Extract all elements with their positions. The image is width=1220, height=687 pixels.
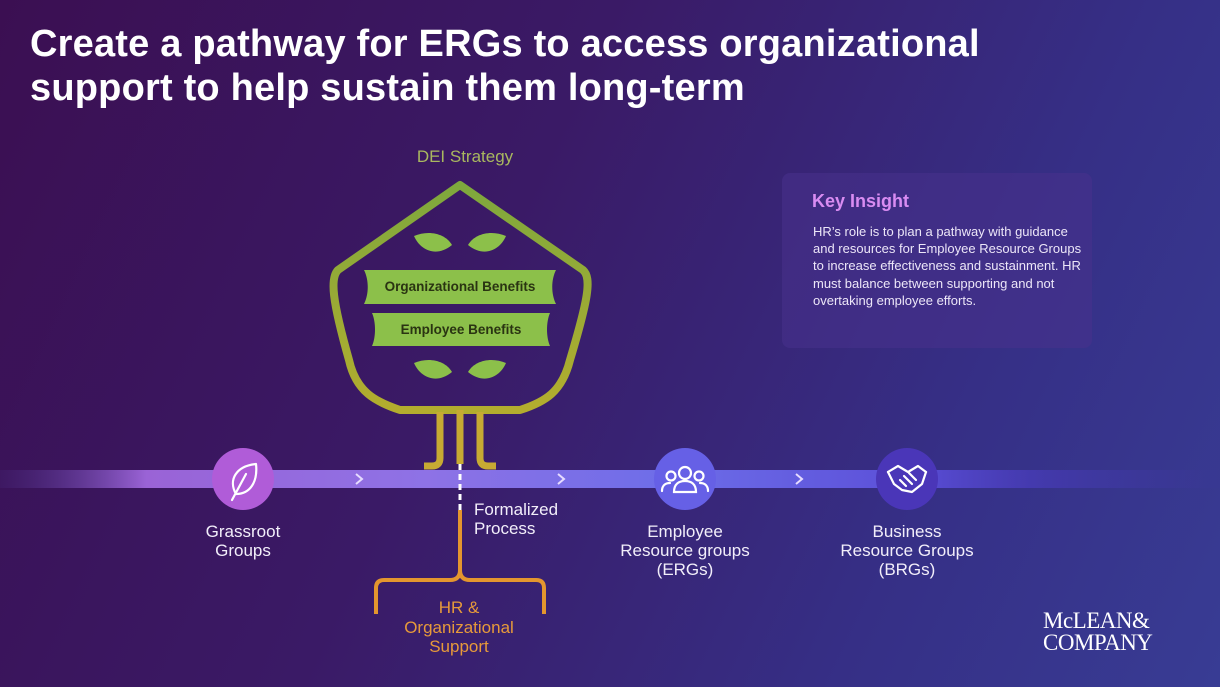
logo-line-2: COMPANY <box>1043 630 1153 655</box>
leaf-icon <box>468 360 506 379</box>
chevron-right-icon <box>557 473 566 485</box>
brg-label: Business Resource Groups (BRGs) <box>822 522 992 579</box>
stage-label-line: Business <box>872 522 942 541</box>
stage-label-line: Groups <box>215 541 271 560</box>
timeline-band <box>0 470 1220 488</box>
tree-base-right <box>476 412 496 470</box>
root-bracket <box>374 569 546 614</box>
hr-label-line: HR & <box>438 598 480 617</box>
stage-label-line: Formalized <box>474 500 559 519</box>
employee-benefits-label: Employee Benefits <box>400 322 522 337</box>
stage-label-line: Employee <box>647 522 723 541</box>
organizational-benefits-label: Organizational Benefits <box>384 279 536 294</box>
organizational-benefits-banner <box>364 270 556 304</box>
hr-organizational-support-label: HR & Organizational Support <box>384 598 534 657</box>
people-group-icon <box>660 465 710 494</box>
stage-label-line: Resource groups <box>620 541 750 560</box>
employee-benefits-banner <box>372 313 550 346</box>
erg-label: Employee Resource groups (ERGs) <box>600 522 770 579</box>
leaf-icon <box>414 233 452 252</box>
chevron-right-icon <box>355 473 364 485</box>
stage-label-line: Process <box>474 519 536 538</box>
hr-label-line: Support <box>429 637 489 656</box>
tree-base-left <box>424 412 444 470</box>
key-insight-body: HR’s role is to plan a pathway with guid… <box>813 224 1082 308</box>
stage-label-line: Grassroot <box>205 522 281 541</box>
leaf-icon <box>468 233 506 252</box>
title-line-2: support to help sustain them long-term <box>30 67 745 109</box>
leaf-icon <box>414 360 452 379</box>
stage-label-line: (BRGs) <box>878 560 936 579</box>
title-line-1: Create a pathway for ERGs to access orga… <box>30 23 980 65</box>
leaf-icon <box>230 462 258 502</box>
key-insight-card: Key Insight HR’s role is to plan a pathw… <box>782 173 1092 348</box>
formalized-process-label: Formalized Process <box>474 500 584 538</box>
stage-label-line: (ERGs) <box>656 560 714 579</box>
company-logo: McLEAN& COMPANY <box>1043 608 1188 655</box>
grassroot-groups-label: Grassroot Groups <box>178 522 308 560</box>
chevron-right-icon <box>795 473 804 485</box>
key-insight-title: Key Insight <box>812 191 910 211</box>
hr-label-line: Organizational <box>404 617 514 637</box>
page-title: Create a pathway for ERGs to access orga… <box>30 22 1130 110</box>
handshake-icon <box>886 464 928 494</box>
logo-line-1: McLEAN& <box>1043 608 1150 633</box>
dei-strategy-label: DEI Strategy <box>416 147 514 166</box>
stage-label-line: Resource Groups <box>840 541 974 560</box>
